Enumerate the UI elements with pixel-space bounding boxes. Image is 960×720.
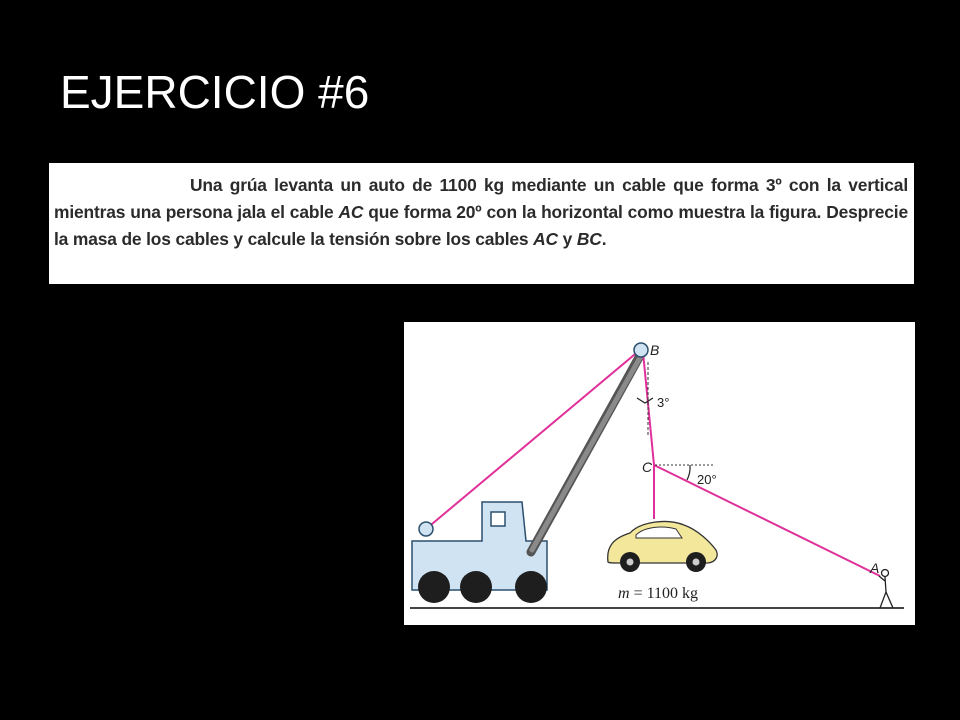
problem-text-part1: Una grúa levanta un auto de 1100 kg medi…: [54, 175, 908, 222]
problem-text-part3: y: [557, 229, 577, 249]
car-window: [635, 526, 683, 539]
crane-figure: B 3° C 20° A m = 1100 kg: [404, 322, 915, 625]
cable-back: [425, 349, 641, 530]
person-figure: [878, 568, 894, 609]
problem-statement-box: Una grúa levanta un auto de 1100 kg medi…: [49, 163, 914, 284]
label-c: C: [642, 459, 653, 475]
problem-text-part4: .: [601, 229, 607, 249]
pulley-b: [633, 342, 649, 358]
car-wheel-hub: [692, 558, 700, 566]
problem-text-part2: que forma 20º con la horizontal como mue…: [54, 202, 908, 249]
angle-arc-20: [686, 464, 691, 481]
label-a: A: [869, 560, 879, 576]
pulley-back: [418, 521, 434, 537]
problem-statement: Una grúa levanta un auto de 1100 kg medi…: [54, 172, 908, 253]
angle-label-3: 3°: [657, 395, 669, 410]
crane-diagram: B 3° C 20° A m = 1100 kg: [410, 342, 904, 609]
cable-ac-label-2: AC: [533, 229, 558, 249]
mass-value: = 1100 kg: [630, 585, 698, 602]
angle-label-20: 20°: [697, 472, 717, 487]
cable-ac-label: AC: [338, 202, 364, 222]
wheel: [460, 571, 492, 603]
car-wheel-hub: [626, 558, 634, 566]
angle-mark-3: [636, 397, 654, 404]
cable-ac: [653, 464, 881, 577]
wheel: [515, 571, 547, 603]
cable-bc-label: BC: [576, 229, 602, 249]
truck-window: [490, 511, 506, 527]
mass-label: m = 1100 kg: [618, 585, 698, 602]
wheel: [418, 571, 450, 603]
mass-symbol: m: [618, 585, 630, 602]
crane-boom-highlight: [529, 351, 645, 553]
car-body: [607, 520, 718, 564]
label-b: B: [650, 342, 659, 358]
slide-title: EJERCICIO #6: [60, 66, 370, 118]
truck-body: [411, 501, 548, 591]
